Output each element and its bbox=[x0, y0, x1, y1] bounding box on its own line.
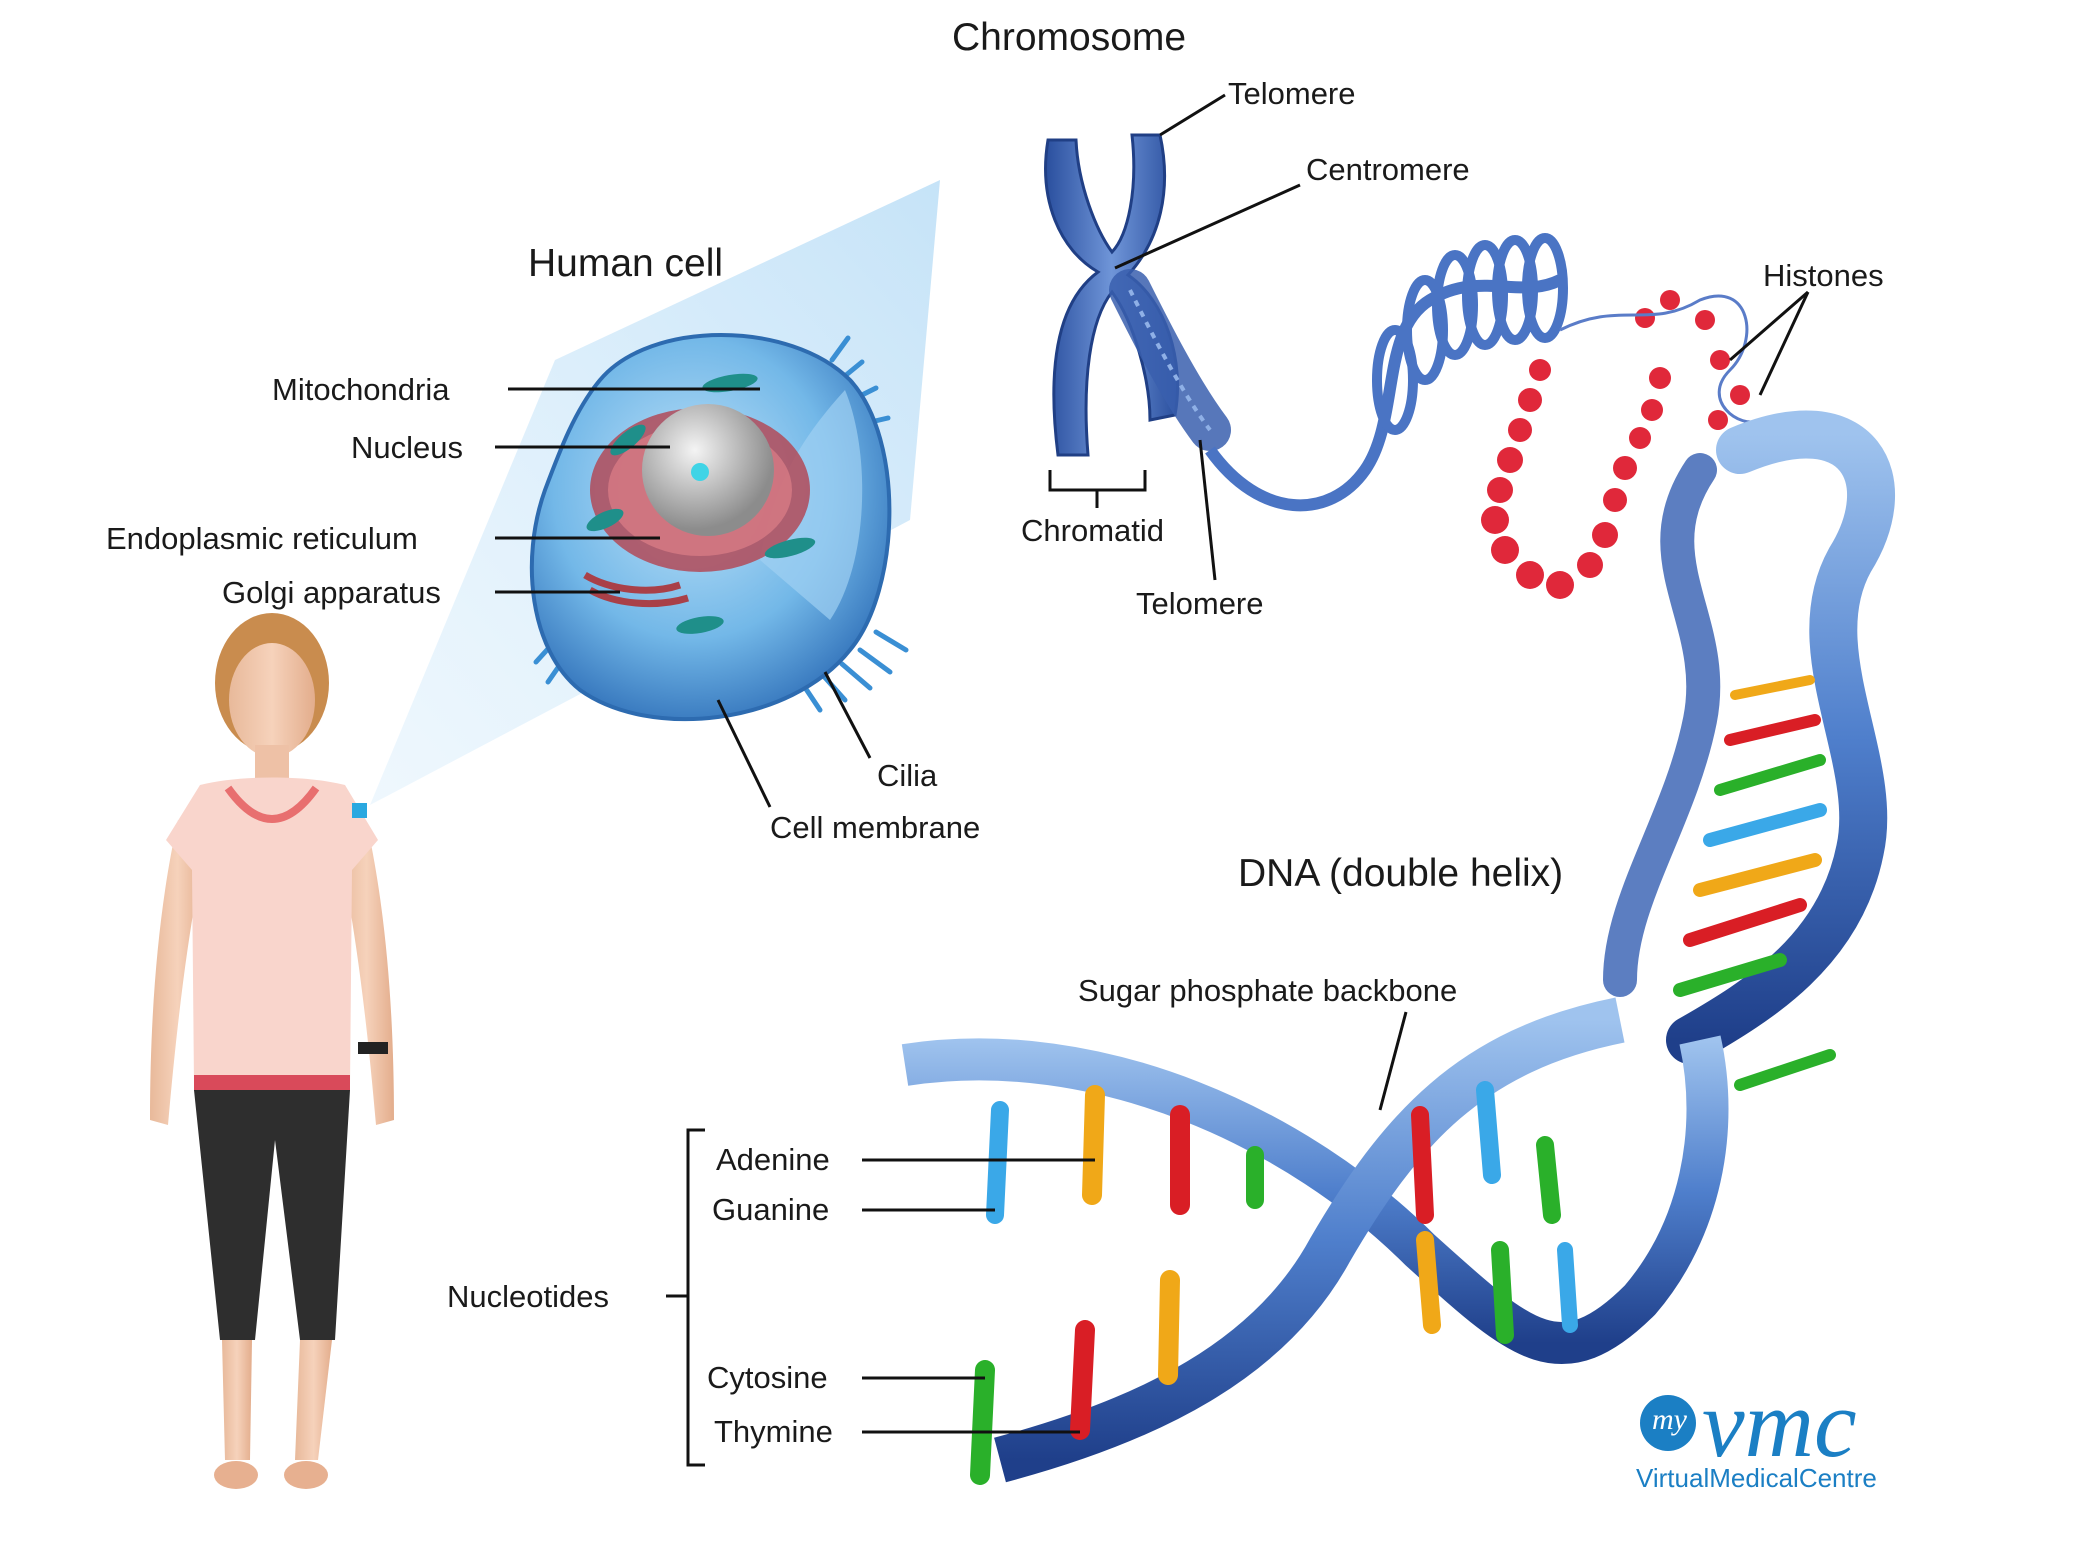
label-histones: Histones bbox=[1763, 258, 1884, 293]
label-endoplasmic-reticulum: Endoplasmic reticulum bbox=[106, 521, 418, 556]
vmc-logo-mark bbox=[1640, 1395, 1696, 1451]
logo-virtual-medical-centre: VirtualMedicalCentre bbox=[1636, 1463, 1877, 1493]
title-dna: DNA (double helix) bbox=[1238, 852, 1564, 895]
label-cilia: Cilia bbox=[877, 758, 938, 793]
label-sugar-phosphate-backbone: Sugar phosphate backbone bbox=[1078, 973, 1458, 1008]
logo-vmc: vmc bbox=[1702, 1370, 1857, 1477]
human-cell bbox=[529, 333, 909, 722]
chromosome bbox=[1044, 133, 1231, 457]
label-chromatid: Chromatid bbox=[1021, 513, 1164, 548]
logo-my: my bbox=[1652, 1403, 1687, 1436]
chromatin-coil bbox=[1205, 233, 1568, 512]
title-human-cell: Human cell bbox=[528, 242, 724, 285]
title-chromosome: Chromosome bbox=[952, 16, 1187, 59]
label-cytosine: Cytosine bbox=[707, 1360, 828, 1395]
label-nucleotides: Nucleotides bbox=[447, 1279, 609, 1314]
label-centromere: Centromere bbox=[1306, 152, 1470, 187]
label-adenine: Adenine bbox=[716, 1142, 830, 1177]
woman-figure bbox=[150, 613, 394, 1489]
label-thymine: Thymine bbox=[714, 1414, 833, 1449]
label-telomere-bottom: Telomere bbox=[1136, 586, 1264, 621]
leader-lines bbox=[495, 93, 1810, 1467]
histone-string bbox=[1559, 294, 1761, 424]
label-golgi-apparatus: Golgi apparatus bbox=[222, 575, 441, 610]
label-guanine: Guanine bbox=[712, 1192, 830, 1227]
label-mitochondria: Mitochondria bbox=[272, 372, 450, 407]
label-nucleus: Nucleus bbox=[351, 430, 463, 465]
label-cell-membrane: Cell membrane bbox=[770, 810, 981, 845]
dna-helix bbox=[901, 410, 1896, 1485]
histone-beads bbox=[1481, 290, 1750, 599]
label-telomere-top: Telomere bbox=[1228, 76, 1356, 111]
